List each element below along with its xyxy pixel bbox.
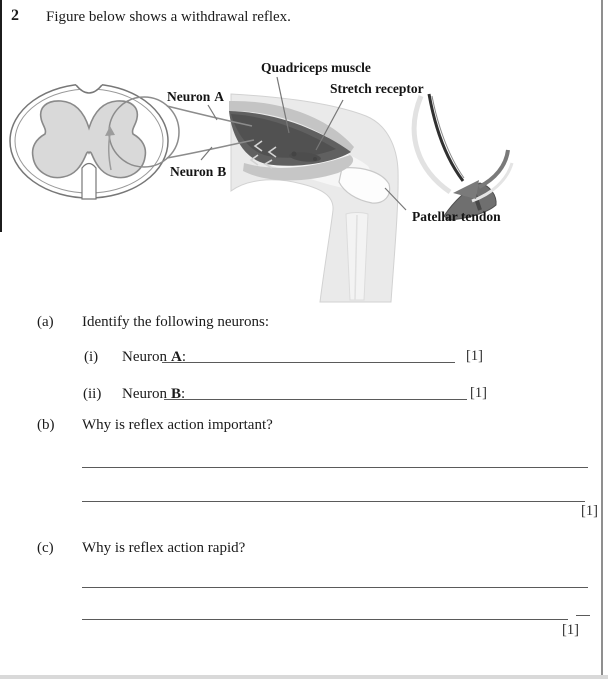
part-b-label: (b) [37, 417, 55, 433]
answer-line-neuron-a[interactable] [162, 362, 455, 363]
part-a-i-marks: [1] [466, 348, 483, 364]
hammer-handle [427, 93, 465, 182]
quadriceps-label: Quadriceps muscle [261, 60, 371, 75]
part-a-ii-label: (ii) [83, 386, 102, 402]
answer-line-b-2[interactable] [82, 501, 585, 502]
answer-line-c-2-dash [576, 615, 590, 616]
part-a-i-label: (i) [84, 349, 99, 365]
question-number: 2 [11, 7, 19, 24]
part-c-marks: [1] [562, 622, 579, 638]
neuron-b-fiber [166, 139, 255, 159]
answer-line-neuron-b[interactable] [164, 399, 467, 400]
left-page-rule [0, 0, 2, 232]
hammer-head [443, 182, 497, 221]
part-c-label: (c) [37, 540, 54, 556]
stretch-receptor-shape [289, 151, 321, 162]
part-c-text: Why is reflex action rapid? [82, 540, 246, 556]
part-b-text: Why is reflex action important? [82, 417, 273, 433]
neuron-a-fiber [166, 105, 253, 127]
withdrawal-reflex-diagram: Quadriceps muscle Stretch receptor Patel… [9, 60, 514, 303]
question-intro: Figure below shows a withdrawal reflex. [46, 9, 291, 25]
right-page-rule [601, 0, 603, 679]
part-a-ii-marks: [1] [470, 385, 487, 401]
synapse-arrowhead [105, 126, 115, 136]
bottom-page-strip [0, 675, 608, 679]
label-pointer-lines [200, 76, 407, 211]
part-b-marks: [1] [581, 503, 598, 519]
stretch-receptor-label: Stretch receptor [330, 81, 424, 96]
nerve-ending-chevrons [249, 140, 277, 169]
knee-cap-shape [338, 167, 391, 204]
gray-matter-butterfly [31, 100, 147, 179]
part-a-label: (a) [37, 314, 54, 330]
answer-line-c-1[interactable] [82, 587, 588, 588]
reflex-hammer [411, 93, 514, 221]
part-a-text: Identify the following neurons: [82, 314, 270, 330]
answer-line-b-1[interactable] [82, 467, 588, 468]
hammer-swing-arrow [453, 149, 510, 199]
anterior-fissure [81, 162, 97, 200]
patellar-tendon-label: Patellar tendon [412, 209, 501, 224]
nerve-loop [105, 96, 255, 171]
answer-line-c-2[interactable] [82, 619, 568, 620]
spinal-cord-cross-section [9, 80, 169, 200]
